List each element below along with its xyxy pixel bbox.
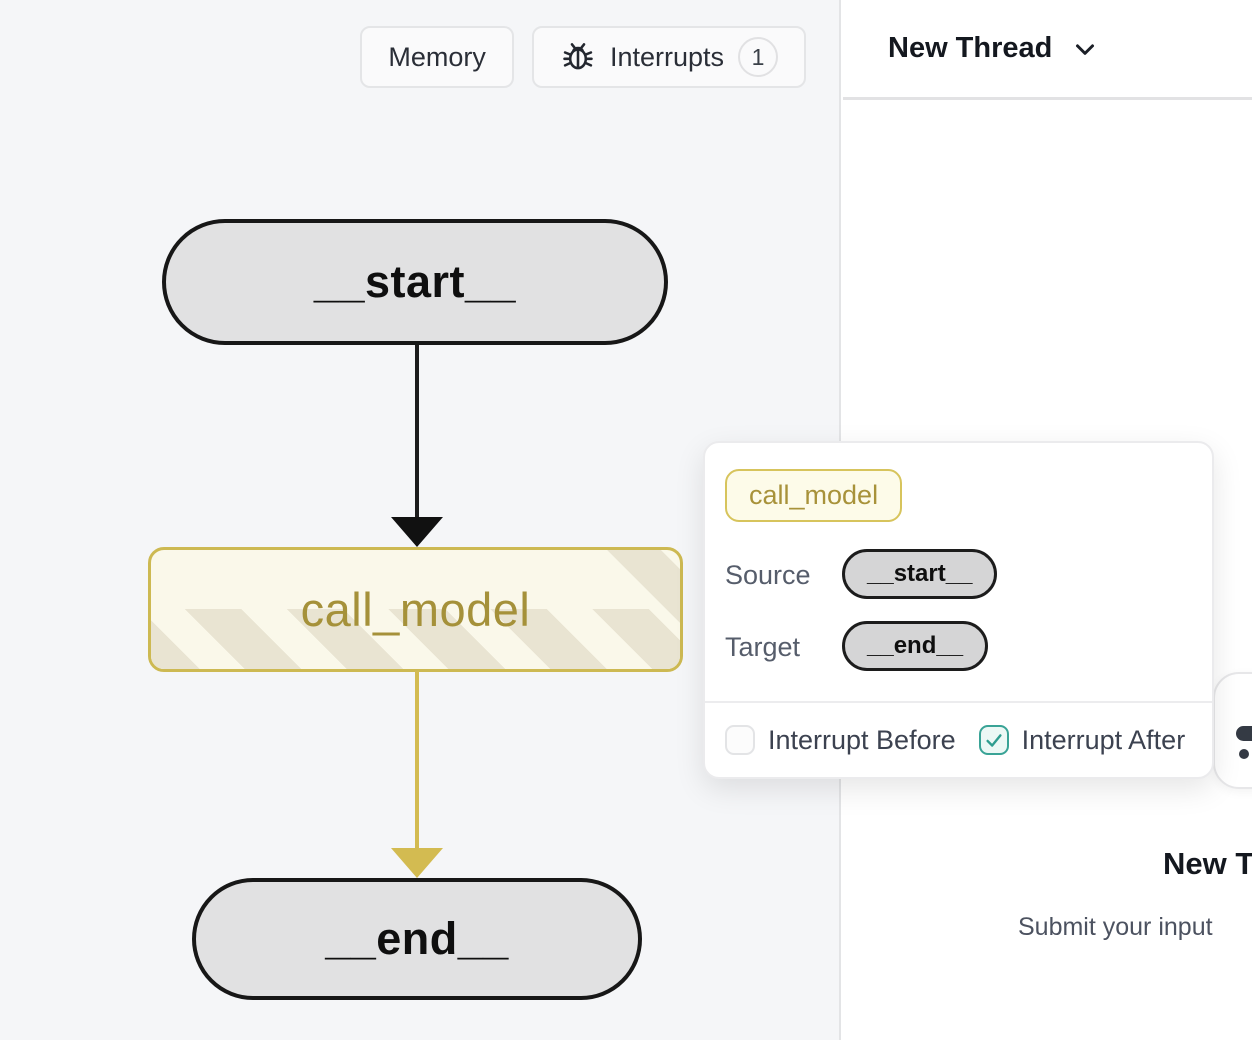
memory-button[interactable]: Memory [360,26,514,88]
popover-node-chip[interactable]: call_model [725,469,903,522]
interrupt-before-label: Interrupt Before [768,724,956,755]
graph-node-call-model-label: call_model [300,583,531,636]
graph-node-end[interactable]: __end__ [192,878,642,1000]
interrupt-before-checkbox[interactable] [725,725,755,755]
source-label: Source [725,560,811,590]
bug-icon [560,39,596,75]
edge-end-arrowhead-icon [391,848,443,878]
source-value-pill: __start__ [842,549,998,599]
graph-node-start-label: __start__ [313,256,517,307]
chevron-down-icon [1070,34,1100,64]
clipped-action-icon [1236,726,1252,741]
popover-footer: Interrupt Before Interrupt After [705,701,1212,777]
edge-start-arrowhead-icon [391,517,443,547]
interrupt-after-checkbox[interactable] [978,725,1009,755]
node-detail-popover: call_model Source __start__ Target __end… [703,441,1214,779]
empty-state-subtitle: Submit your input [1018,913,1213,941]
edge-callmodel-to-end [415,671,419,848]
graph-node-end-label: __end__ [325,913,509,964]
clipped-action-icon-dot [1239,749,1249,759]
thread-action-card[interactable] [1213,672,1252,789]
memory-button-label: Memory [388,41,486,72]
graph-canvas[interactable]: Memory Interrupts 1 __start__ call_m [0,0,841,1040]
call-model-progress-hatching [151,609,680,669]
target-label: Target [725,632,801,662]
thread-selector[interactable]: New Thread [843,0,1252,100]
interrupts-count-badge: 1 [738,37,778,77]
interrupts-button[interactable]: Interrupts 1 [531,26,806,88]
target-value-pill: __end__ [842,621,989,671]
empty-state-title: New Thread [1163,846,1252,881]
thread-selector-title: New Thread [888,32,1053,64]
edge-start-to-callmodel [415,345,419,519]
graph-toolbar: Memory Interrupts 1 [360,26,806,88]
interrupts-button-label: Interrupts [609,41,724,72]
graph-node-call-model[interactable]: call_model [148,547,683,672]
graph-node-start[interactable]: __start__ [162,219,668,345]
interrupt-after-label: Interrupt After [1021,724,1186,755]
